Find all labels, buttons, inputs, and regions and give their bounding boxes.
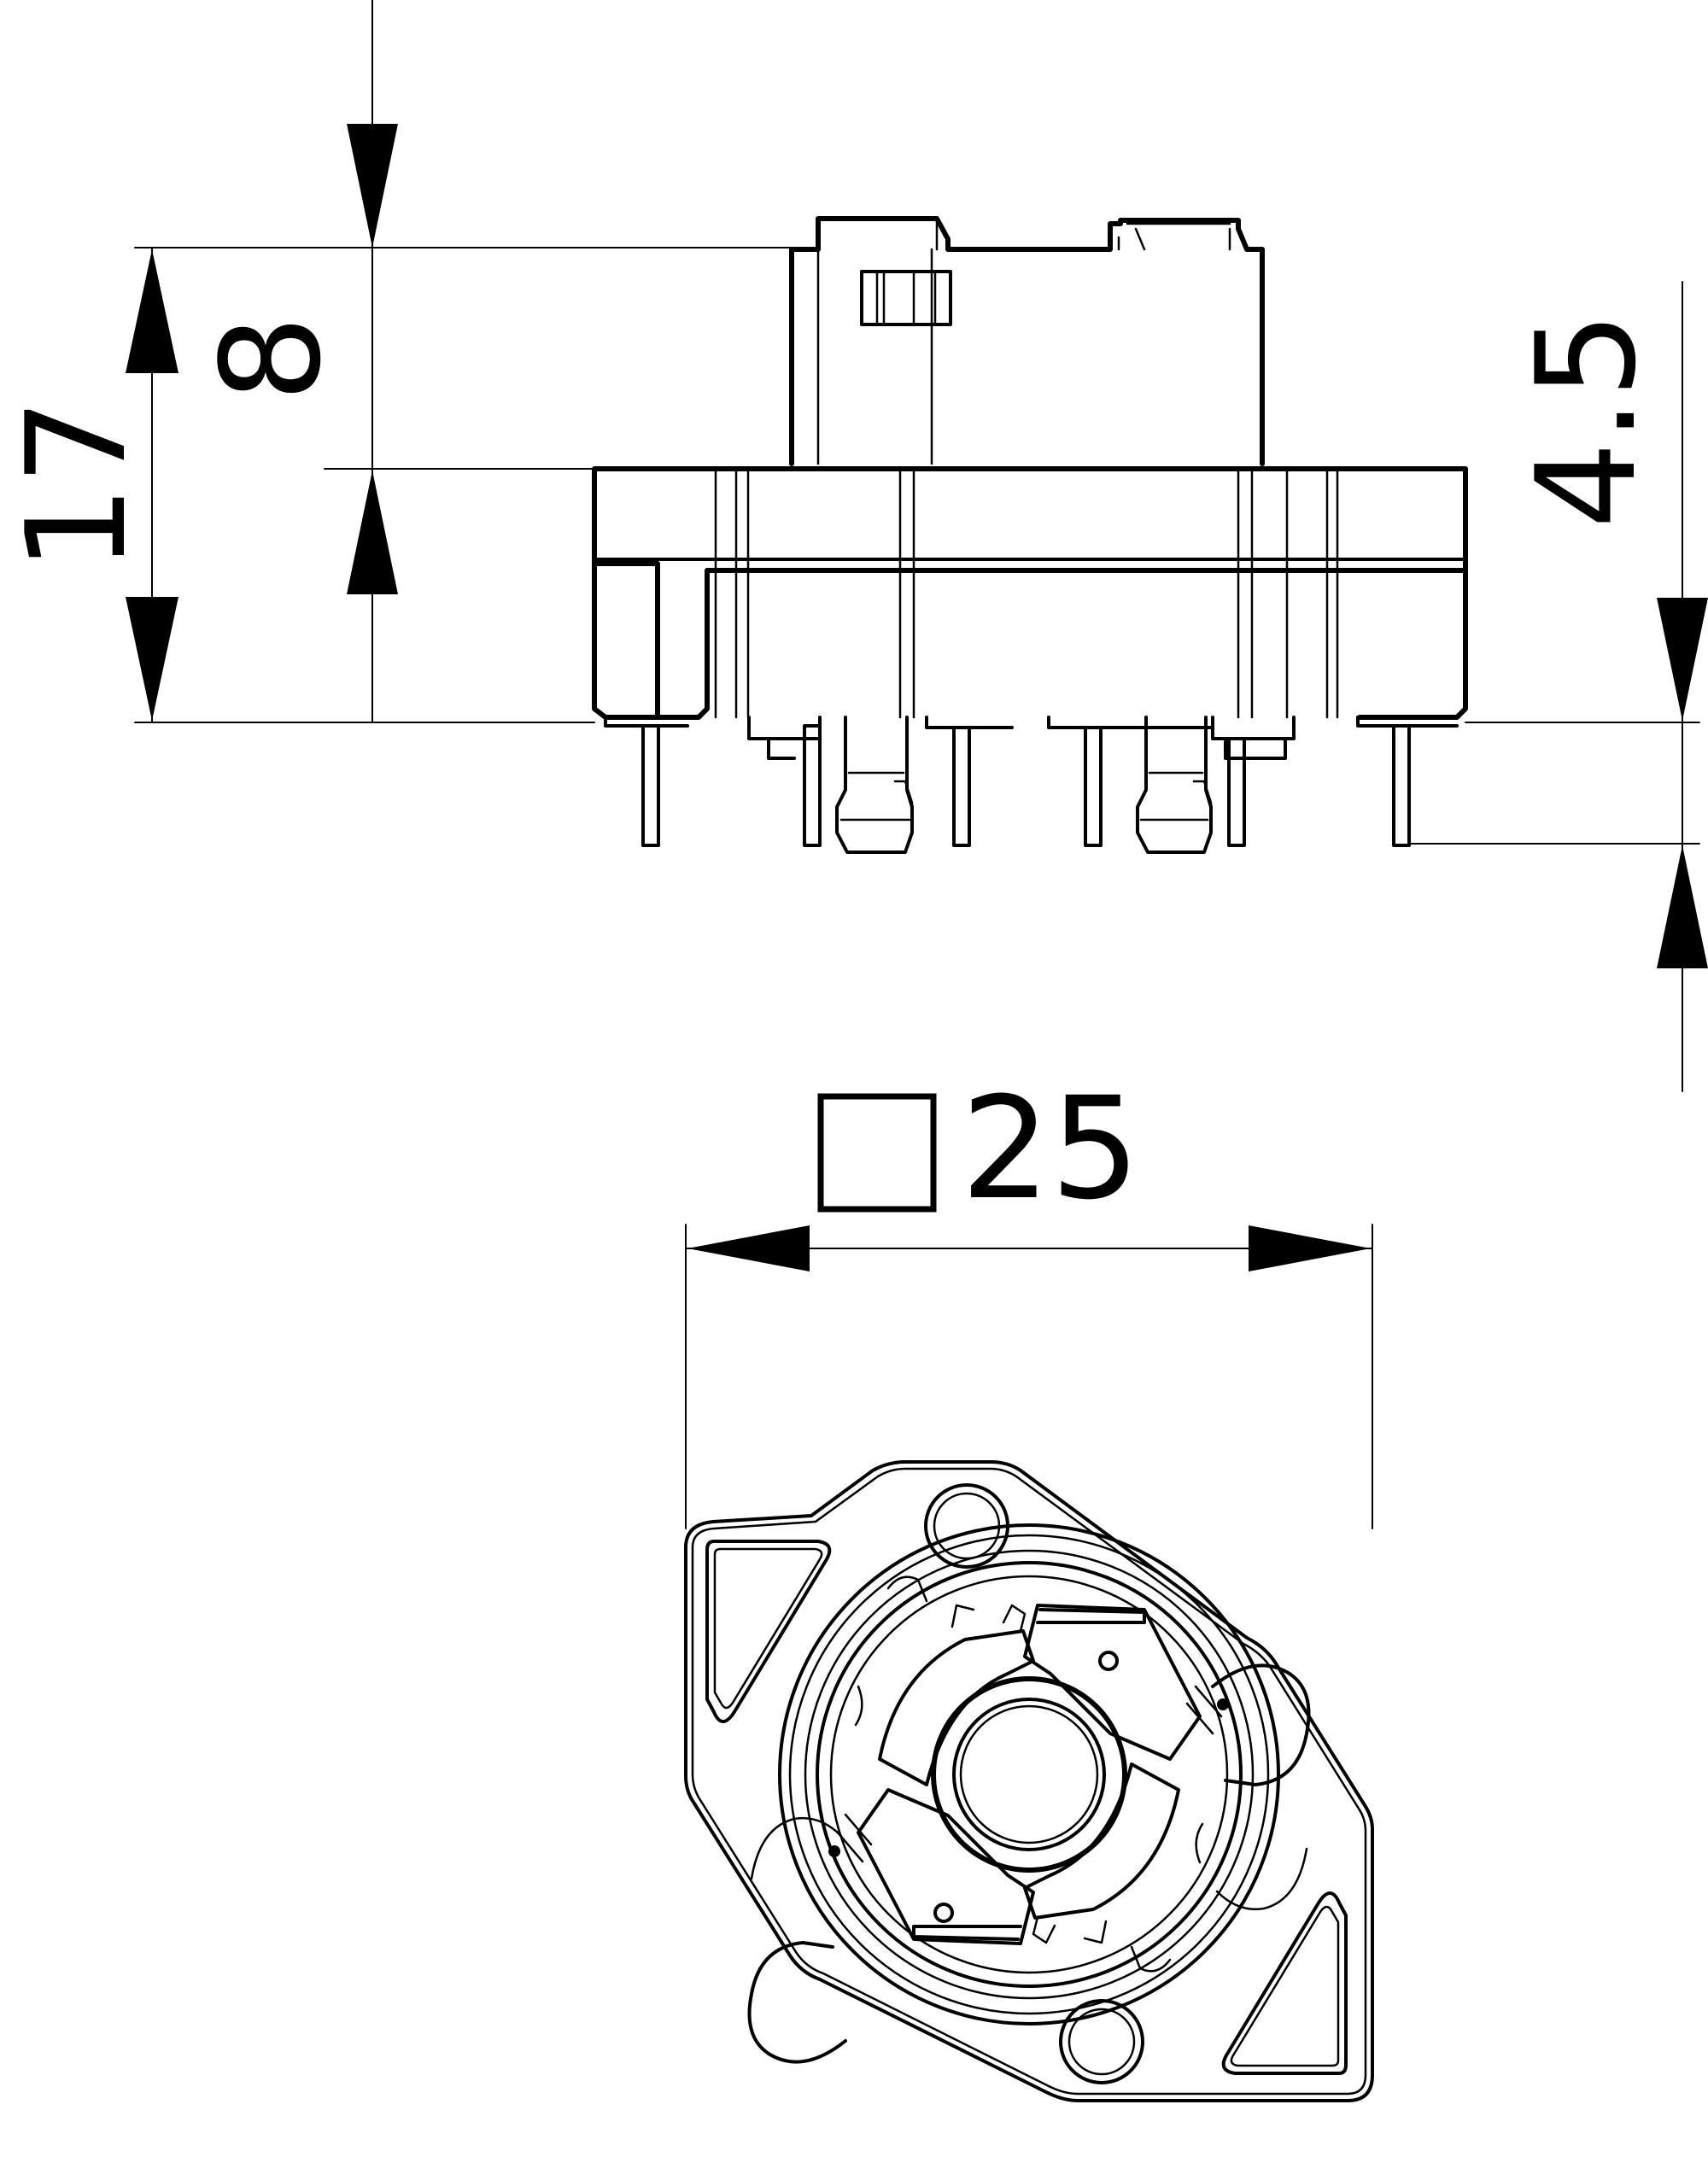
side-view xyxy=(592,216,1468,854)
dimension-25: 25 xyxy=(685,1067,1373,1529)
pin xyxy=(641,724,660,847)
pins xyxy=(641,724,1411,847)
pin xyxy=(1392,724,1411,847)
lug-left xyxy=(835,716,914,854)
pin xyxy=(803,724,822,847)
dimension-8: 8 xyxy=(191,0,595,723)
pin xyxy=(1084,726,1103,847)
dimension-4-5: 4.5 xyxy=(1408,281,1708,1092)
dim-4-5-label: 4.5 xyxy=(1506,312,1666,529)
dim-25-label: 25 xyxy=(961,1067,1140,1230)
pin xyxy=(952,726,971,847)
pin xyxy=(1227,737,1246,847)
dim-8-label: 8 xyxy=(191,315,351,402)
dimension-17: 17 xyxy=(0,247,793,723)
square-symbol-icon xyxy=(817,1093,937,1213)
bottom-view xyxy=(684,1460,1374,2102)
lug-right xyxy=(1136,716,1213,854)
dim-17-label: 17 xyxy=(0,398,156,572)
